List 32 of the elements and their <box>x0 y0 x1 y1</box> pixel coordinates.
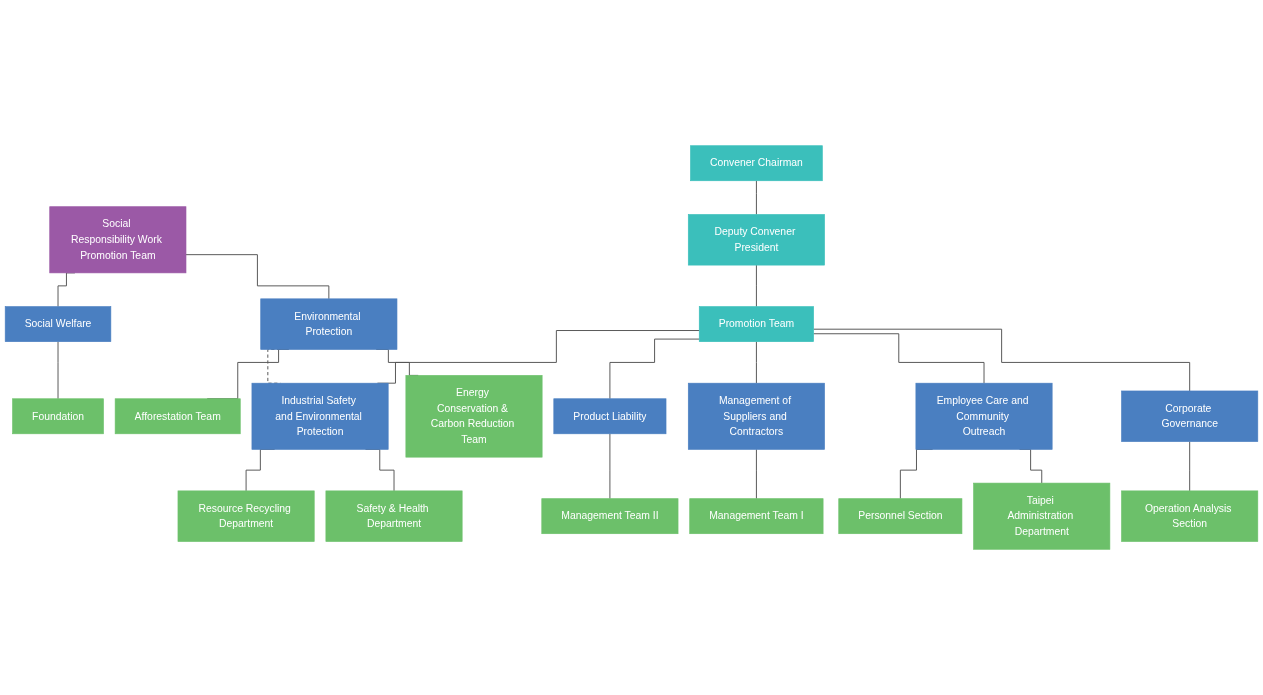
node-box: Employee Care and Community Outreach <box>915 382 1053 450</box>
node-box: Foundation <box>12 398 104 435</box>
connector <box>755 180 757 215</box>
connector <box>755 341 757 384</box>
connector <box>609 338 700 400</box>
node-box: Product Liability <box>553 398 667 435</box>
node-box: Taipei Administration Department <box>973 482 1111 550</box>
node-box: Social Welfare <box>4 306 112 342</box>
connector <box>185 254 330 300</box>
connector <box>57 341 59 400</box>
connector <box>755 448 757 500</box>
connector <box>755 264 757 308</box>
node-box: Convener Chairman <box>690 145 823 182</box>
node-box: Afforestation Team <box>114 398 241 435</box>
connector <box>813 333 985 384</box>
node-box: Operation Analysis Section <box>1121 490 1259 542</box>
node-box: Personnel Section <box>838 498 963 535</box>
node-box: Safety & Health Department <box>325 490 463 542</box>
node-box: Corporate Governance <box>1121 390 1259 442</box>
node-box: Deputy Convener President <box>687 214 825 266</box>
node-box: Resource Recycling Department <box>177 490 315 542</box>
connector <box>609 433 611 500</box>
node-box: Environmental Protection <box>260 298 398 350</box>
node-box: Industrial Safety and Environmental Protection <box>251 382 389 450</box>
connector <box>1189 441 1191 492</box>
node-box: Management of Suppliers and Contractors <box>687 382 825 450</box>
node-box: Promotion Team <box>698 306 814 342</box>
node-box: Management Team I <box>689 498 824 535</box>
node-box: Management Team II <box>541 498 679 535</box>
connector <box>813 328 1191 392</box>
node-box: Social Responsibility Work Promotion Team <box>49 206 187 274</box>
node-box: Energy Conservation & Carbon Reduction Team <box>405 375 543 458</box>
